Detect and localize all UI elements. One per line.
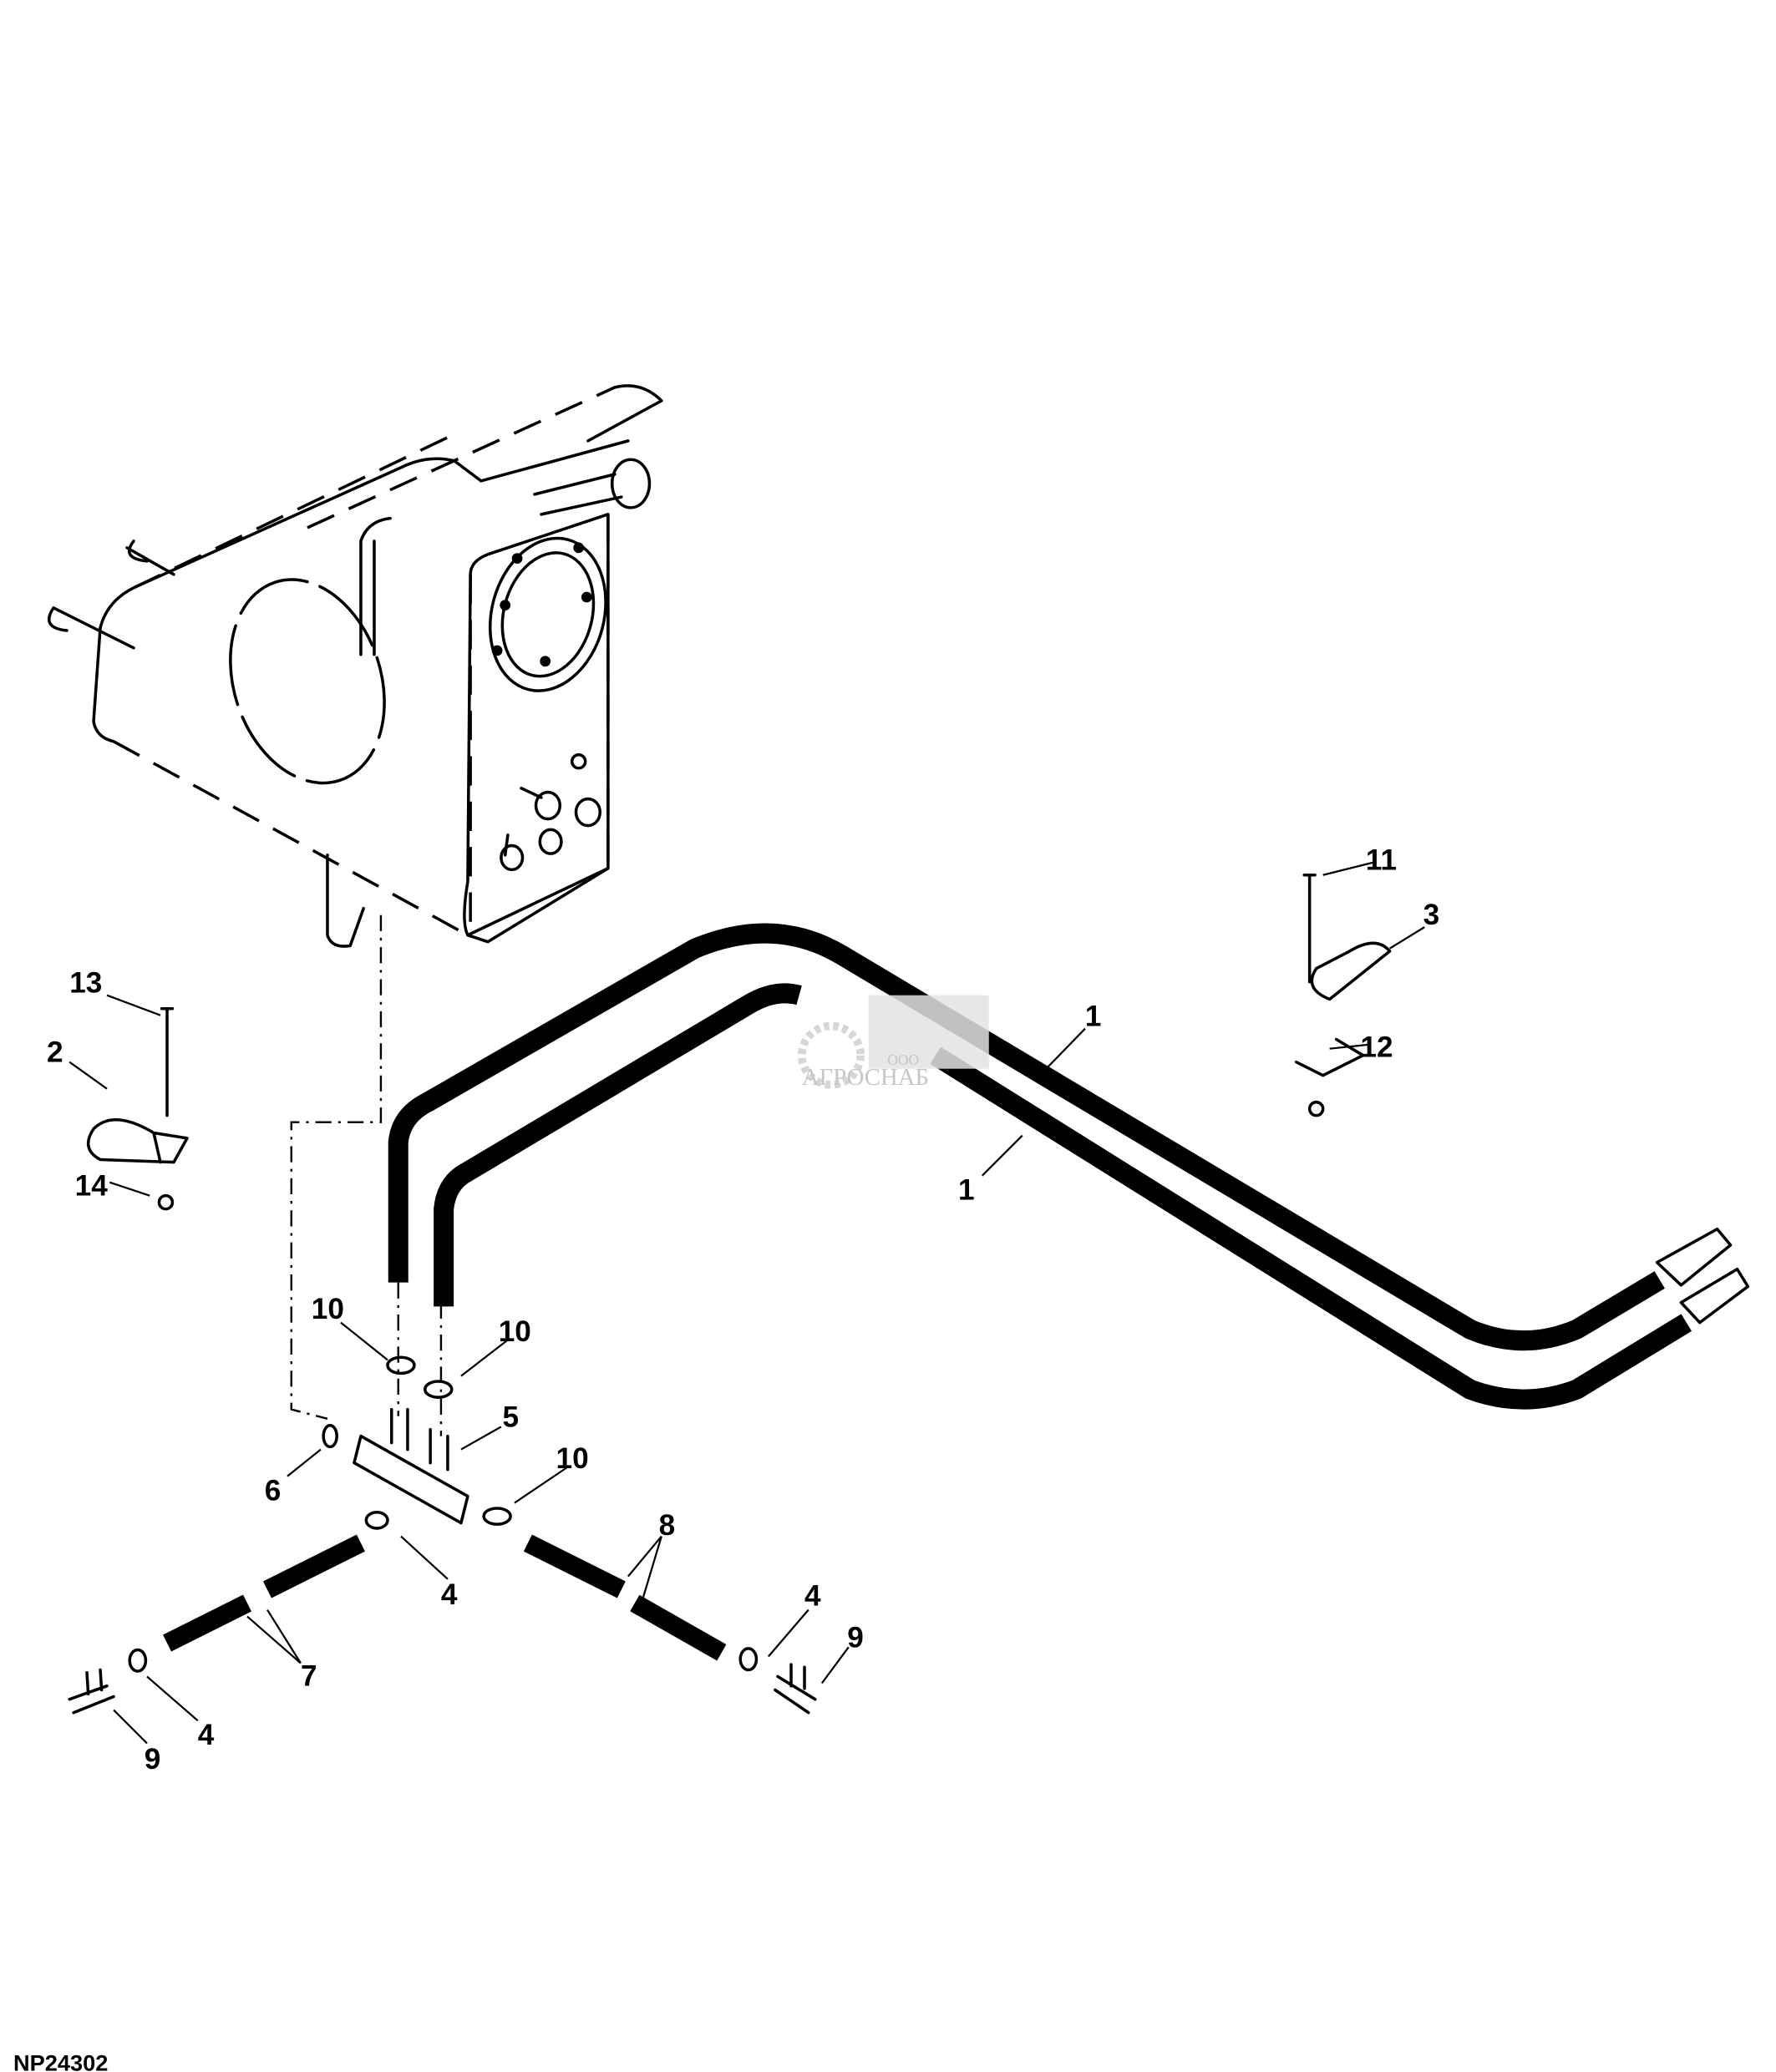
clamp-3 <box>1294 873 1392 1117</box>
callout-1: 1 <box>1085 1001 1102 1033</box>
callout-10: 10 <box>556 1442 588 1475</box>
callout-1: 1 <box>958 1173 975 1206</box>
callout-5: 5 <box>503 1401 520 1433</box>
callout-11: 11 <box>1366 843 1397 876</box>
callout-10: 10 <box>312 1293 344 1325</box>
callout-4: 4 <box>198 1719 215 1751</box>
tee-fittings-9 <box>68 1663 817 1715</box>
callout-12: 12 <box>1360 1031 1393 1063</box>
callout-8: 8 <box>659 1509 676 1542</box>
leader-lines <box>69 860 1425 1745</box>
callout-10: 10 <box>499 1315 531 1348</box>
figure-id: NP24302 <box>13 2049 108 2072</box>
callout-7: 7 <box>301 1660 317 1693</box>
watermark-name: АГРОСНАБ <box>802 1064 929 1091</box>
watermark-prefix: ООО <box>887 1051 919 1068</box>
tank-assembly <box>48 384 663 948</box>
assembly-centerline <box>290 914 443 1436</box>
tank-bolts <box>491 542 592 667</box>
tank-ports <box>500 787 602 872</box>
callout-2: 2 <box>47 1036 63 1069</box>
callout-4: 4 <box>441 1578 458 1611</box>
callout-9: 9 <box>847 1621 864 1654</box>
callout-14: 14 <box>75 1170 109 1203</box>
clamp-2 <box>86 1006 189 1211</box>
short-hoses <box>163 1534 727 1661</box>
callout-3: 3 <box>1423 899 1440 931</box>
callout-4: 4 <box>804 1580 821 1613</box>
callout-13: 13 <box>69 967 102 1000</box>
manifold-5 <box>128 1355 759 1673</box>
callout-9: 9 <box>145 1743 161 1776</box>
hydraulic-hoses <box>388 923 1750 1410</box>
callouts: 1 1 2 3 4 4 4 5 6 7 8 9 9 10 10 10 11 12… <box>47 843 1439 1776</box>
callout-6: 6 <box>265 1474 282 1507</box>
watermark-logo: ООО АГРОСНАБ <box>798 995 989 1091</box>
